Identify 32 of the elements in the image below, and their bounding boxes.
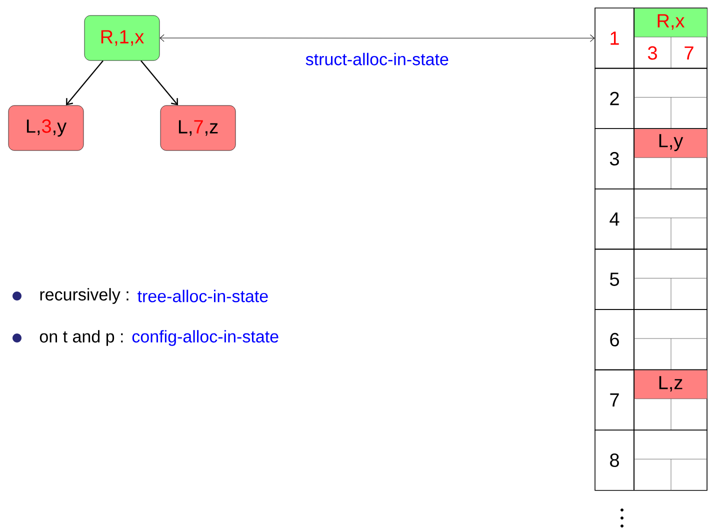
- function-name: tree-alloc-in-state: [138, 290, 268, 302]
- memory-row: [594, 369, 708, 431]
- memory-row: [594, 430, 708, 491]
- list-item-text: on t and p :: [40, 330, 123, 346]
- tree-node-box: L,3,y: [8, 105, 84, 151]
- cell-text: L,z: [659, 376, 682, 392]
- tree-node-box: L,7,z: [160, 105, 236, 151]
- arrow: [140, 60, 178, 106]
- cell-text: L,y: [659, 134, 684, 152]
- arrow: [66, 60, 104, 106]
- tree-node-box: R,1,x: [84, 15, 160, 61]
- address-number: 7: [610, 393, 619, 406]
- memory-row: [594, 68, 708, 130]
- address-number: 6: [610, 332, 619, 346]
- address-number: 3: [610, 152, 619, 166]
- arrow: [160, 34, 594, 42]
- address-number: 1: [610, 32, 619, 45]
- address-number: 4: [610, 212, 620, 226]
- cell-text: 7: [684, 46, 694, 60]
- address-number: 2: [610, 92, 619, 106]
- list-item-text: recursively :: [40, 288, 128, 304]
- function-name: config-alloc-in-state: [132, 330, 278, 346]
- address-number: 8: [610, 454, 619, 467]
- memory-row: [594, 8, 708, 69]
- cell-text: 3: [648, 46, 657, 60]
- memory-row: [594, 309, 708, 370]
- edge-label: struct-alloc-in-state: [306, 52, 448, 66]
- cell-text: R,x: [658, 14, 685, 30]
- memory-row: [594, 248, 708, 310]
- address-number: 5: [610, 272, 619, 286]
- memory-row: [594, 128, 708, 190]
- memory-row: [594, 188, 708, 250]
